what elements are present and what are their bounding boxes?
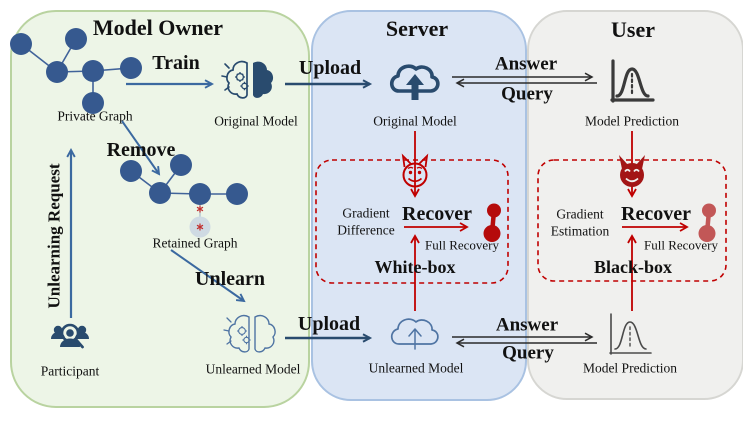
answer-query-arrows-top [452,72,597,88]
whitebox-dashed-box [315,159,509,284]
retained-graph-label: Retained Graph [152,235,238,251]
server-title: Server [385,16,449,41]
recovered-edge-icon-blackbox [698,203,716,242]
gradient-label-blackbox: Gradient [556,206,604,222]
answer-query-arrows-bottom [452,332,597,348]
upload-bottom-label: Upload [297,313,361,335]
unlearning-request-label: Unlearning Request [44,163,64,309]
attacker-devil-icon-whitebox [401,153,429,188]
recover-label-blackbox: Recover [621,203,691,225]
query-top-label: Query [501,83,553,105]
private-graph [10,28,142,114]
retained-graph [120,154,248,238]
model-prediction-bottom-label: Model Prediction [582,360,678,376]
unlearn-label: Unlearn [195,268,265,290]
unlearned-model-brain-icon [223,314,276,353]
full-recovery-label-blackbox: Full Recovery [643,237,719,253]
original-model-cloud-icon [389,64,440,100]
blackbox-label: Black-box [593,257,673,277]
remove-arrow [121,120,161,176]
answer-bottom-label: Answer [495,314,559,336]
model-owner-title: Model Owner [92,15,224,40]
participant-icon [51,323,89,349]
unlearned-model-label-server: Unlearned Model [368,360,464,376]
original-model-label-owner: Original Model [214,113,298,129]
original-model-label-server: Original Model [373,113,457,129]
remove-label: Remove [106,139,176,161]
model-prediction-icon-bottom [609,313,652,355]
removed-edge-asterisk-icon [196,205,204,231]
unlearned-model-label-owner: Unlearned Model [205,361,301,377]
user-title: User [611,17,655,42]
answer-top-label: Answer [494,53,558,75]
gradient-label-whitebox: Gradient [342,205,390,221]
model-prediction-icon-top [610,59,655,103]
original-model-brain-icon [221,60,274,99]
query-bottom-label: Query [502,342,554,364]
unlearned-model-cloud-icon [390,318,439,350]
private-graph-label: Private Graph [57,108,133,124]
unlearn-arrow [170,249,246,303]
attacker-devil-icon-blackbox [619,155,645,187]
model-prediction-top-label: Model Prediction [584,113,680,129]
train-label: Train [152,52,200,74]
estimation-label: Estimation [550,223,610,239]
upload-top-label: Upload [298,57,362,79]
blackbox-dashed-box [537,159,727,282]
participant-label: Participant [40,363,100,379]
recover-label-whitebox: Recover [402,203,472,225]
difference-label: Difference [337,222,395,238]
full-recovery-label-whitebox: Full Recovery [424,237,500,253]
recovered-edge-icon-whitebox [483,203,501,242]
whitebox-label: White-box [374,257,456,277]
